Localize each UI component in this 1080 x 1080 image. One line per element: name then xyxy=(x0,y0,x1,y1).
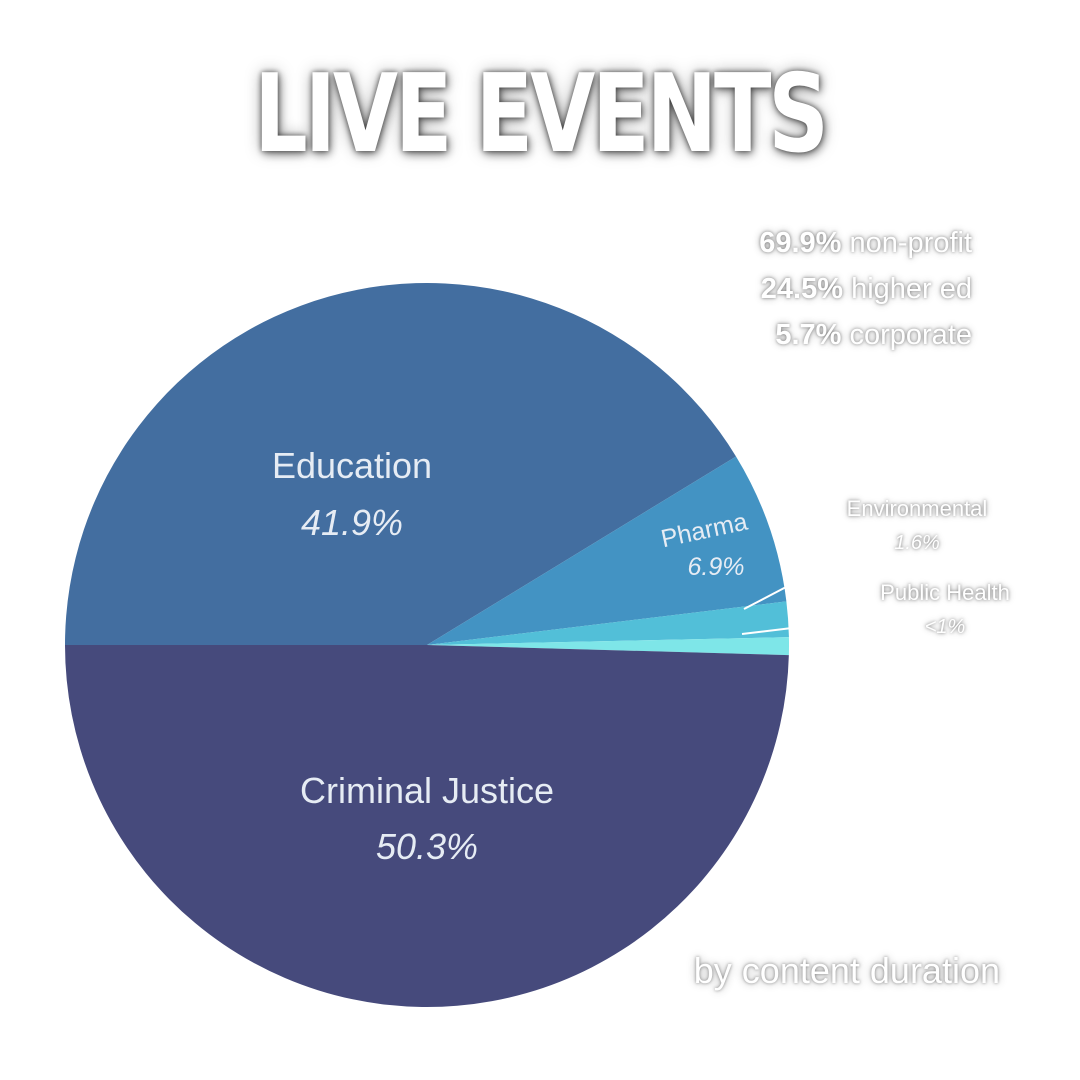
slice-pct-pharma: 6.9% xyxy=(688,553,745,581)
stat-value: 24.5% xyxy=(760,273,843,305)
public-health-label: Public Health <1% xyxy=(850,576,1040,644)
pie-slice-public-health xyxy=(427,637,790,656)
public-health-leader-line xyxy=(741,627,793,635)
stat-label: higher ed xyxy=(851,273,972,305)
public-health-pct: <1% xyxy=(924,616,966,638)
environmental-leader-line xyxy=(743,585,789,610)
pie-slice-environmental xyxy=(427,601,789,645)
slice-pct-education: 41.9% xyxy=(301,502,403,543)
leader-lines xyxy=(741,585,793,635)
pie-slices xyxy=(65,282,790,1008)
slice-label-education: Education xyxy=(272,445,432,486)
page-title: LIVE EVENTS xyxy=(254,52,829,177)
public-health-name: Public Health xyxy=(880,580,1010,605)
stat-row: 69.9% non-profit xyxy=(759,220,972,266)
environmental-pct: 1.6% xyxy=(894,532,940,554)
environmental-name: Environmental xyxy=(846,496,988,521)
stat-label: corporate xyxy=(849,319,972,351)
stat-row: 5.7% corporate xyxy=(759,312,972,358)
pie-slice-pharma xyxy=(427,456,787,645)
chart-subtitle: by content duration xyxy=(693,950,1000,991)
slice-pct-criminal-justice: 50.3% xyxy=(376,826,478,867)
stat-label: non-profit xyxy=(849,227,972,259)
environmental-label: Environmental 1.6% xyxy=(822,492,1012,560)
slice-labels: Education 41.9% Pharma 6.9% Criminal Jus… xyxy=(272,445,750,867)
stat-value: 5.7% xyxy=(775,319,842,351)
stat-row: 24.5% higher ed xyxy=(759,266,972,312)
sector-stats: 69.9% non-profit 24.5% higher ed 5.7% co… xyxy=(759,220,972,358)
slice-label-criminal-justice: Criminal Justice xyxy=(300,770,554,811)
stat-value: 69.9% xyxy=(759,227,842,259)
pie-slice-criminal-justice xyxy=(65,645,789,1008)
pie-slice-education xyxy=(65,282,737,645)
